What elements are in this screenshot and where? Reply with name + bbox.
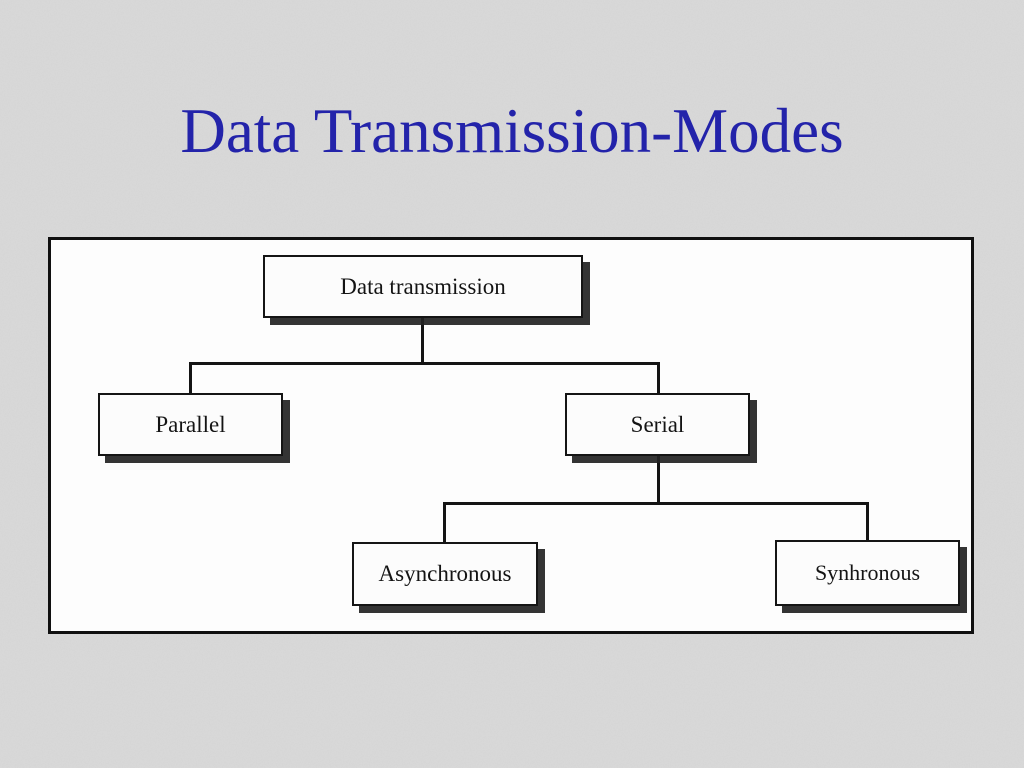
slide-title: Data Transmission-Modes	[180, 96, 844, 166]
node-serial: Serial	[565, 393, 750, 456]
node-parallel-label: Parallel	[155, 411, 226, 437]
node-synhronous: Synhronous	[775, 540, 960, 606]
node-serial-label: Serial	[630, 411, 685, 437]
connector-serial-stem	[657, 456, 660, 505]
connector-to-parallel	[189, 362, 192, 396]
node-asynchronous-label: Asynchronous	[378, 561, 512, 586]
connector-to-serial	[657, 362, 660, 396]
node-parallel: Parallel	[98, 393, 283, 456]
node-synhronous-label: Synhronous	[814, 560, 921, 585]
connector-level2-horizontal	[443, 502, 869, 505]
diagram-panel: Data transmission Parallel Serial Asynch…	[48, 237, 974, 634]
connector-to-asynchronous	[443, 502, 446, 545]
connector-root-stem	[421, 318, 424, 365]
node-asynchronous: Asynchronous	[352, 542, 538, 606]
node-data-transmission-label: Data transmission	[340, 273, 506, 299]
connector-level1-horizontal	[189, 362, 660, 365]
connector-to-synhronous	[866, 502, 869, 543]
node-data-transmission: Data transmission	[263, 255, 583, 318]
